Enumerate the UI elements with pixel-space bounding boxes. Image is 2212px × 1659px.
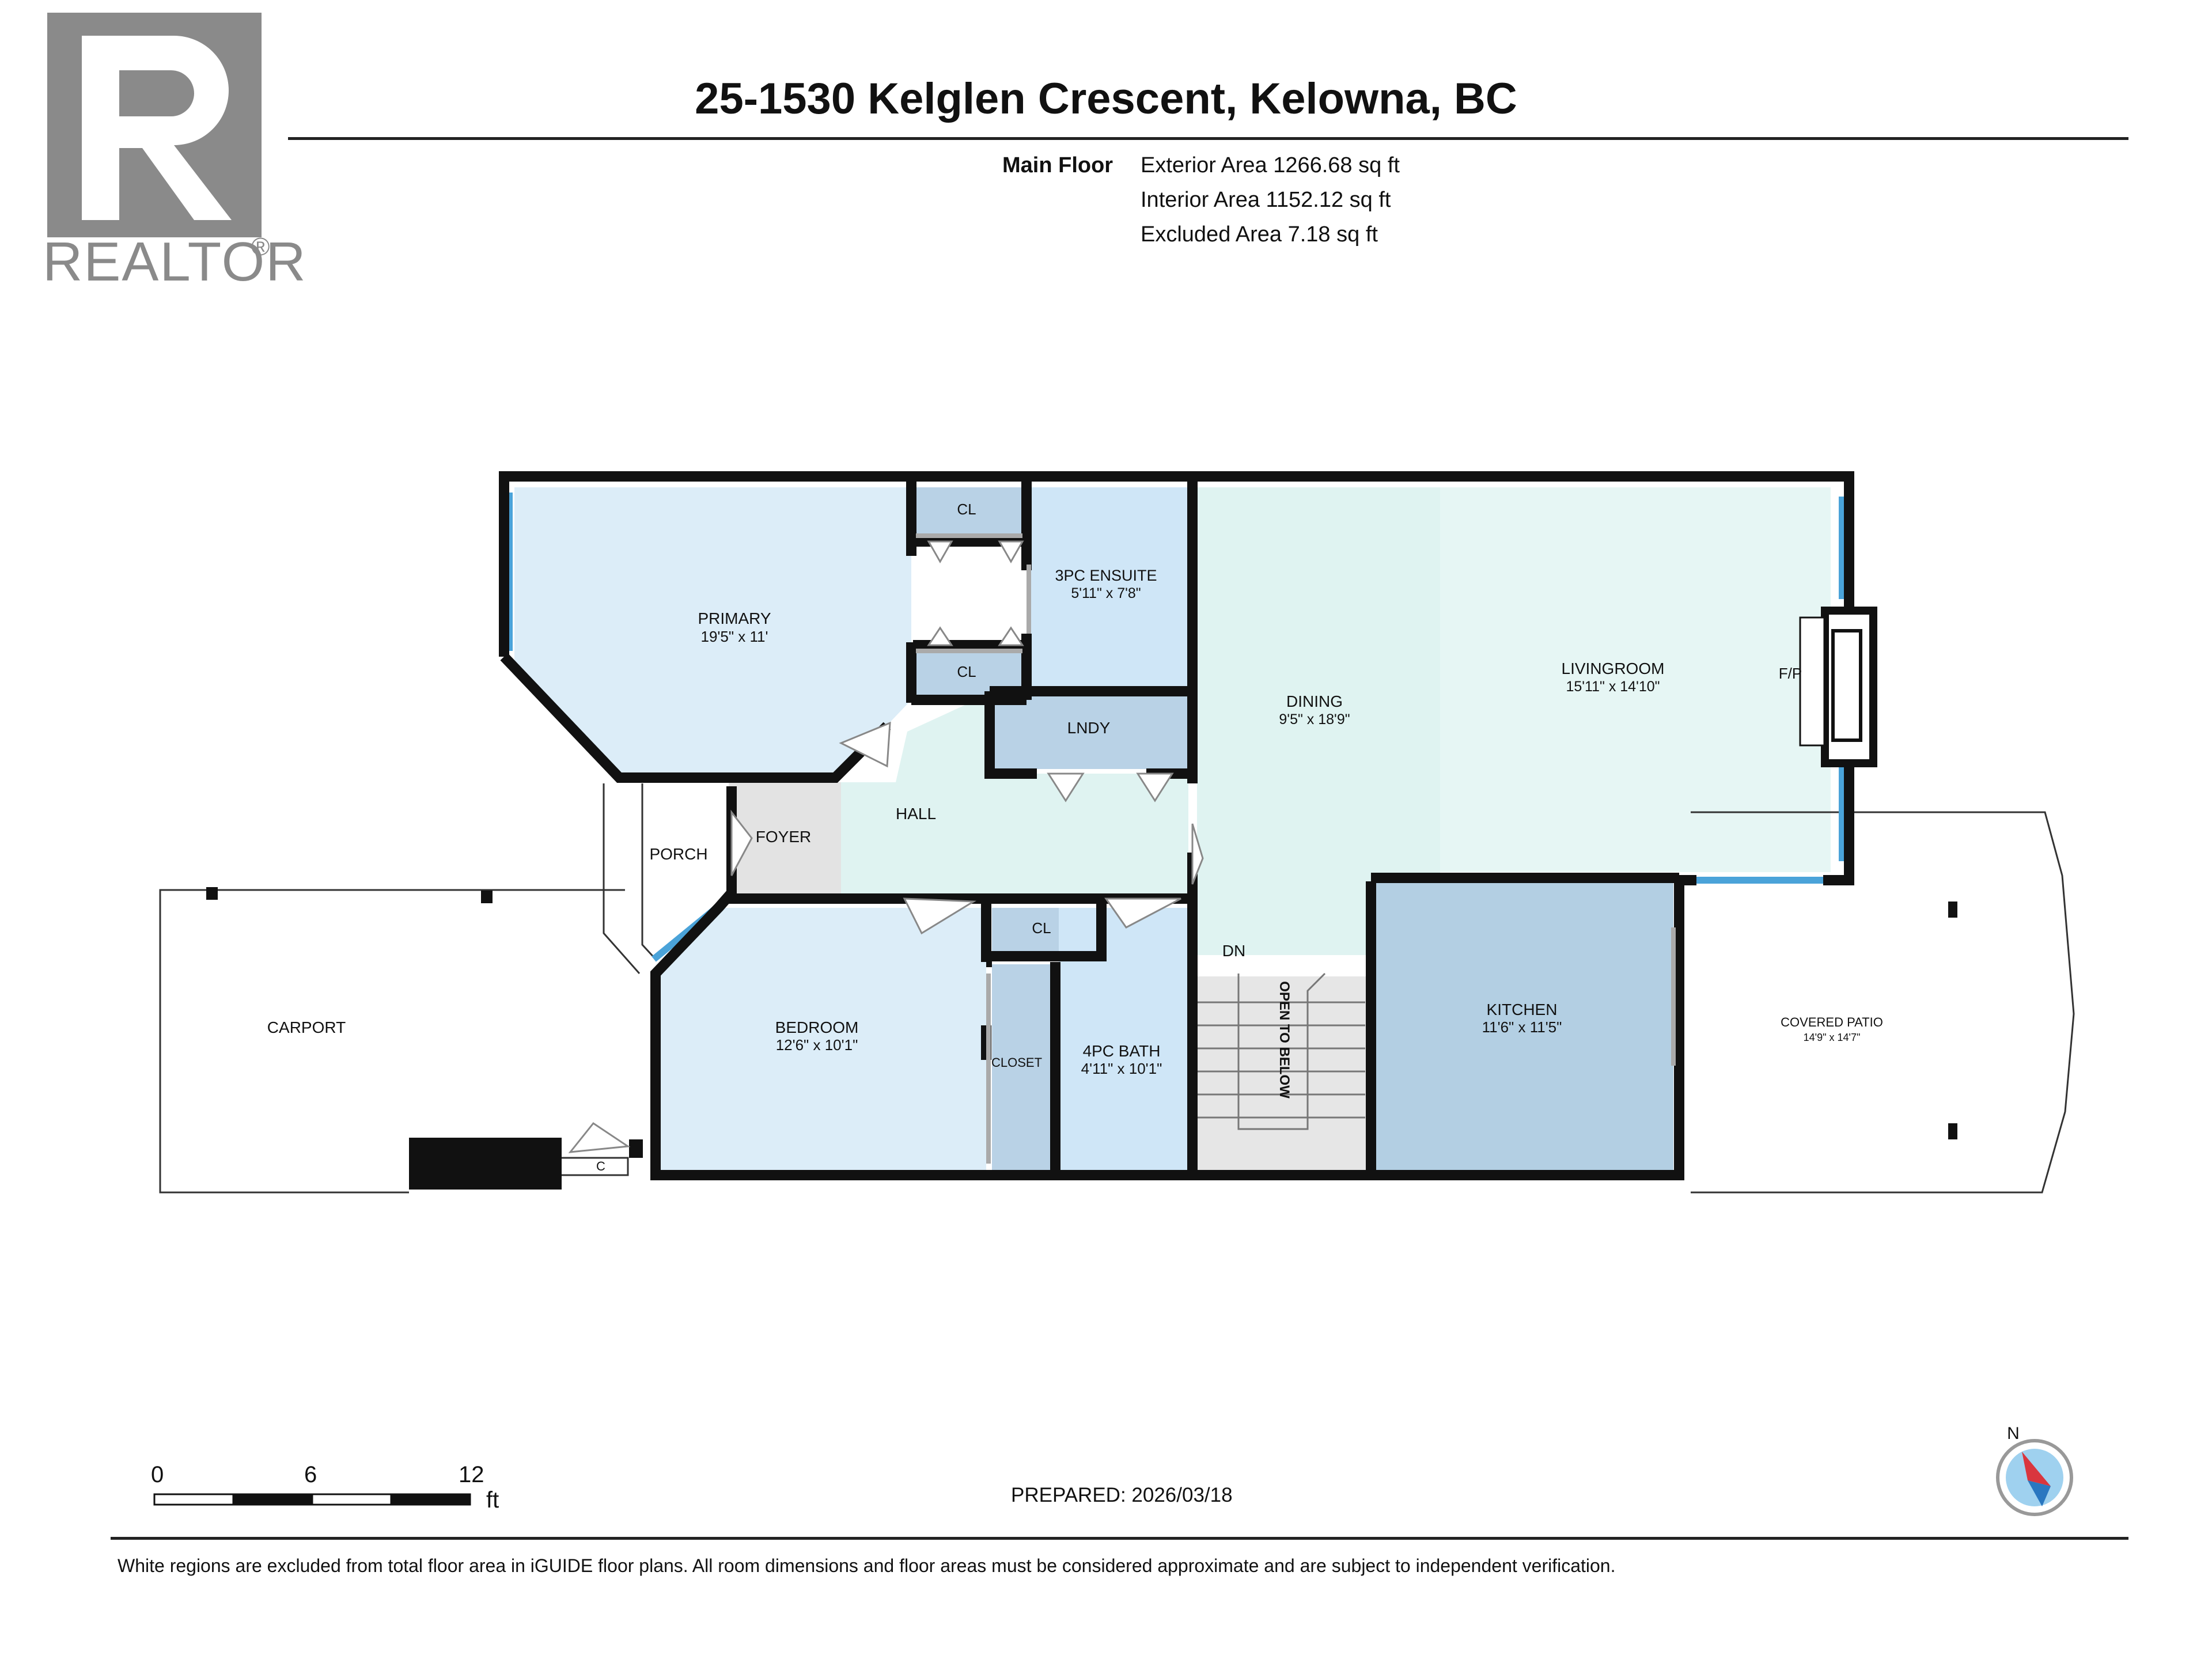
dims-dining: 9'5" x 18'9" [1279, 711, 1350, 728]
floor-label: Main Floor [1002, 153, 1113, 177]
label-hall: HALL [896, 805, 936, 823]
room-lndy [994, 695, 1188, 769]
room-closet [992, 964, 1054, 1171]
realtor-wordmark: REALTOR [43, 231, 307, 293]
compass-north-label: N [2007, 1424, 2020, 1443]
label-bedroom: BEDROOM [775, 1018, 859, 1036]
prepared-date: PREPARED: 2026/03/18 [1011, 1484, 1233, 1506]
label-stairs-dn: DN [1222, 942, 1245, 960]
dims-bath: 4'11" x 10'1" [1081, 1060, 1162, 1077]
label-lndy: LNDY [1067, 719, 1111, 737]
label-primary: PRIMARY [698, 609, 771, 627]
label-bath: 4PC BATH [1083, 1042, 1161, 1060]
room-bath [1059, 908, 1188, 1171]
dims-living: 15'11" x 14'10" [1566, 679, 1660, 695]
label-patio: COVERED PATIO [1781, 1015, 1883, 1029]
room-stairs [1197, 976, 1371, 1171]
label-ensuite: 3PC ENSUITE [1055, 567, 1157, 584]
label-living: LIVINGROOM [1562, 660, 1665, 677]
footer-rule [111, 1537, 2128, 1540]
carport-wall-block [409, 1138, 562, 1190]
page-title: 25-1530 Kelglen Crescent, Kelowna, BC [695, 74, 1517, 123]
scale-label-0: 0 [151, 1462, 164, 1487]
door-frames [916, 533, 1676, 1164]
room-kitchen [1371, 874, 1673, 1171]
room-living [1440, 487, 1831, 872]
label-fp: F/P [1779, 665, 1802, 682]
dims-ensuite: 5'11" x 7'8" [1071, 585, 1141, 601]
label-dining: DINING [1286, 692, 1343, 710]
scale-label-6: 6 [304, 1462, 317, 1487]
door-swings [568, 540, 1204, 1153]
scale-bar [153, 1493, 471, 1506]
room-hall [841, 695, 1188, 899]
interior-area: Interior Area 1152.12 sq ft [1141, 188, 1391, 212]
label-foyer: FOYER [756, 828, 811, 846]
exterior-area: Exterior Area 1266.68 sq ft [1141, 153, 1400, 177]
carport-post [629, 1139, 643, 1158]
dims-primary: 19'5" x 11' [701, 628, 768, 645]
room-primary [514, 487, 911, 777]
dims-bedroom: 12'6" x 10'1" [776, 1036, 858, 1054]
label-c: C [596, 1159, 605, 1173]
label-closet: CLOSET [991, 1055, 1042, 1070]
excluded-area: Excluded Area 7.18 sq ft [1141, 222, 1378, 247]
fireplace-icon [1799, 607, 1877, 767]
label-cl-bath: CL [1032, 919, 1051, 937]
scale-unit: ft [486, 1487, 499, 1513]
realtor-logo-icon [47, 13, 262, 237]
compass-icon: N [1996, 1424, 2073, 1516]
scale-label-12: 12 [459, 1462, 484, 1487]
label-cl-mid: CL [957, 663, 976, 680]
room-ensuite [1031, 487, 1188, 686]
title-rule [288, 137, 2128, 140]
label-kitchen: KITCHEN [1487, 1001, 1558, 1018]
label-carport: CARPORT [267, 1018, 346, 1036]
label-cl-top: CL [957, 501, 976, 518]
label-open-below: OPEN TO BELOW [1277, 981, 1292, 1099]
room-bedroom [656, 908, 986, 1171]
dims-patio: 14'9" x 14'7" [1804, 1032, 1861, 1043]
dims-kitchen: 11'6" x 11'5" [1482, 1018, 1562, 1036]
exterior-outlines [159, 783, 2075, 1194]
room-cl-top [916, 487, 1023, 536]
registered-mark: ® [251, 233, 270, 261]
stair-treads [1197, 972, 1365, 1130]
patio-posts [206, 887, 1957, 1139]
label-porch: PORCH [649, 845, 707, 863]
disclaimer: White regions are excluded from total fl… [118, 1555, 1616, 1576]
